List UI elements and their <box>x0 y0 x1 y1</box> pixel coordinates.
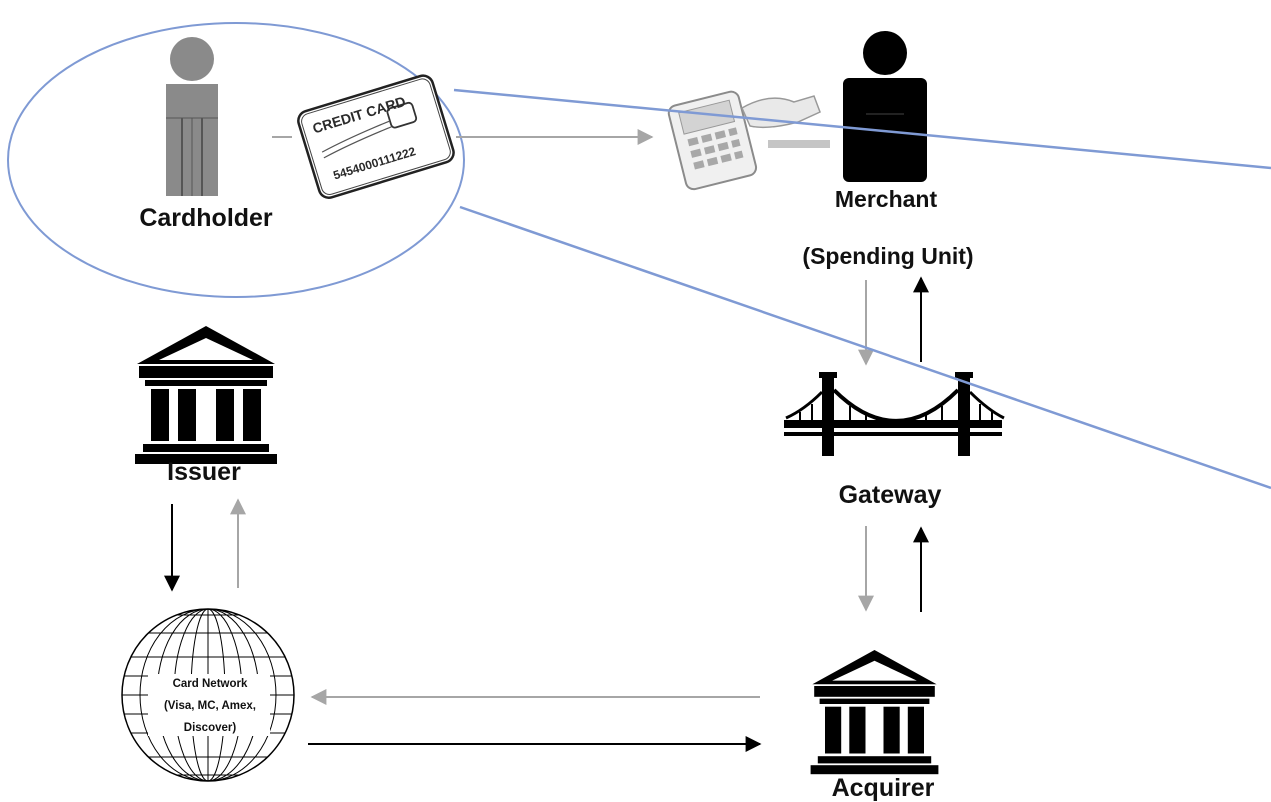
card-network-label: Card Network (Visa, MC, Amex, Discover) <box>148 674 270 736</box>
card-network-label-line2: (Visa, MC, Amex, <box>164 700 256 712</box>
cardholder-label: Cardholder <box>139 204 273 232</box>
cardholder-person-icon <box>166 37 218 196</box>
cardholder-highlight-ellipse <box>7 22 465 298</box>
acquirer-bank-icon <box>810 650 939 775</box>
gateway-label: Gateway <box>839 481 942 509</box>
pos-terminal-icon <box>667 90 830 191</box>
gateway-bridge-icon <box>784 372 1005 456</box>
merchant-person-icon <box>843 31 927 182</box>
acquirer-label: Acquirer <box>832 774 935 802</box>
callout-line-upper <box>453 88 1271 170</box>
issuer-label: Issuer <box>167 458 241 486</box>
card-network-label-line3: Discover) <box>184 722 237 734</box>
card-network-label-line1: Card Network <box>173 678 248 690</box>
credit-card-icon: CREDIT CARD 5454000111222 <box>297 74 455 199</box>
merchant-subtitle-label: (Spending Unit) <box>802 243 973 269</box>
merchant-label: Merchant <box>835 186 938 212</box>
issuer-bank-icon <box>135 326 277 464</box>
callout-line-lower <box>459 205 1271 490</box>
